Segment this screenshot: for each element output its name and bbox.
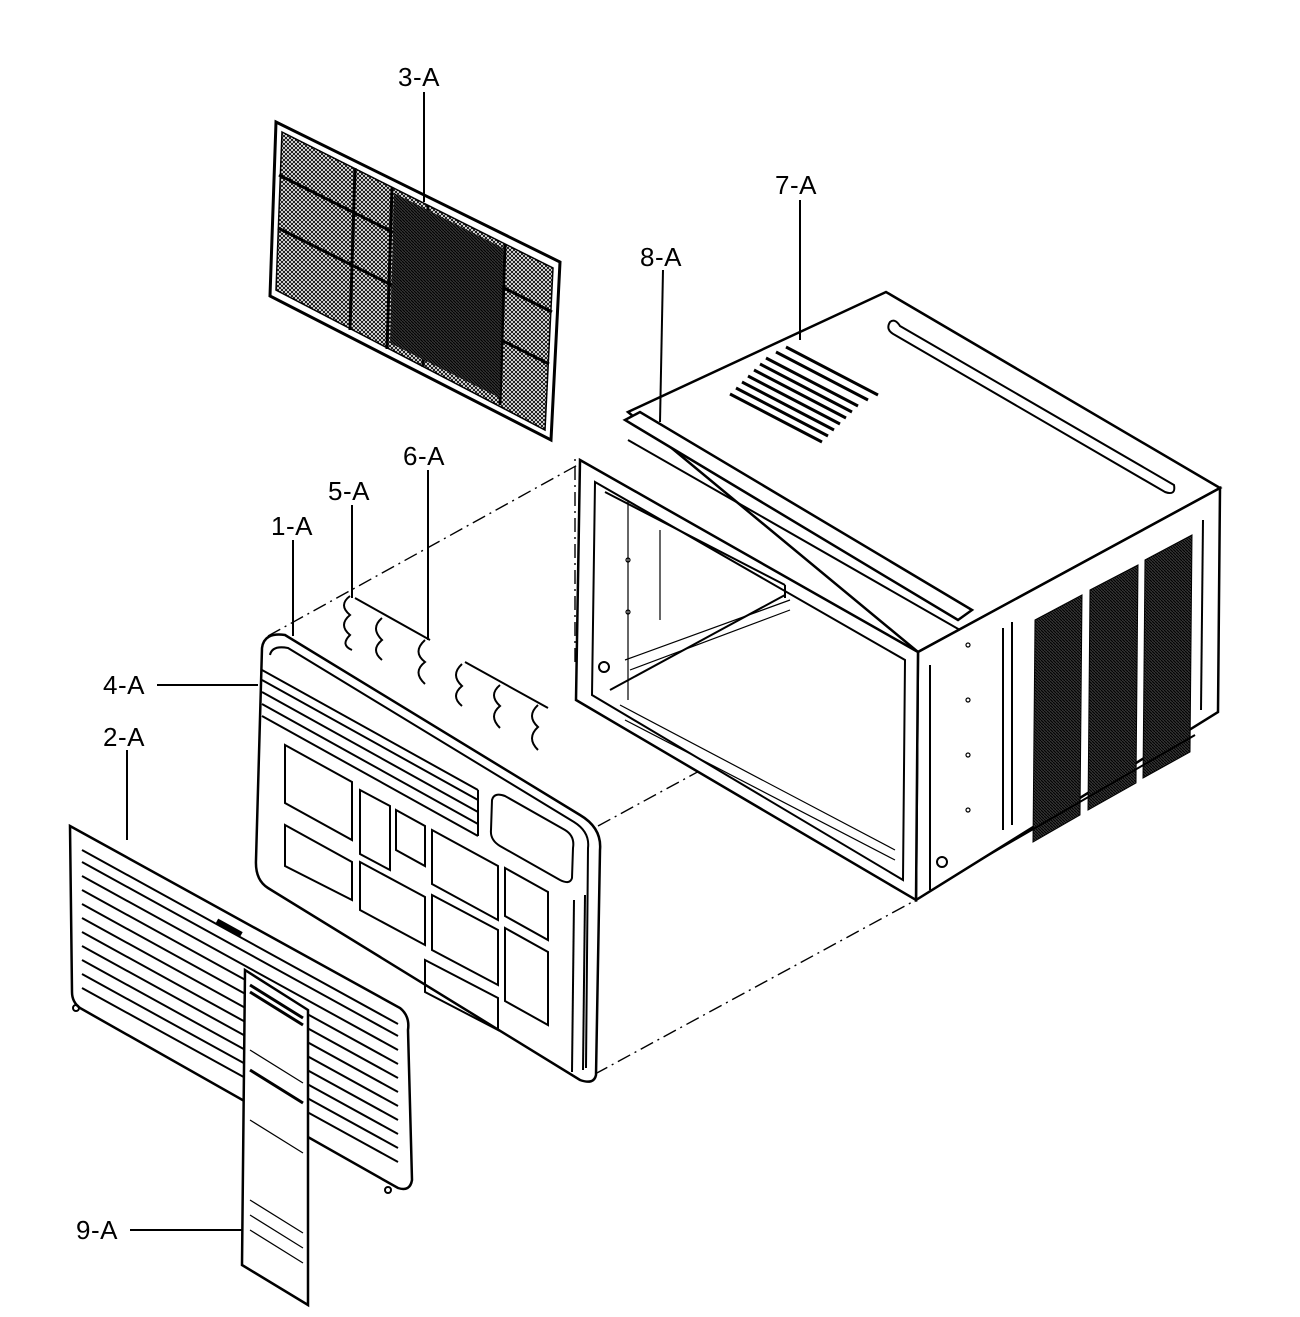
grille-logo-badge [215,918,243,938]
energy-label-part [240,967,310,1308]
cabinet-part [574,290,1223,903]
callout-5a: 5-A [328,476,370,506]
panel-louver-bank [261,669,479,837]
leader-lines [126,92,801,1231]
front-grille-part [68,823,414,1194]
top-louver-group [729,345,879,444]
air-filter-part [268,119,562,443]
callout-8a: 8-A [640,242,682,272]
callout-4a: 4-A [103,670,145,700]
side-louver-group [1032,534,1193,843]
callout-2a: 2-A [103,722,145,752]
callout-1a: 1-A [271,511,313,541]
front-panel-part [254,633,602,1083]
panel-grille-openings [284,743,549,1032]
louver-clip-parts [343,595,549,751]
callout-6a: 6-A [403,441,445,471]
callout-7a: 7-A [775,170,817,200]
callout-9a: 9-A [76,1215,118,1245]
callout-3a: 3-A [398,62,440,92]
